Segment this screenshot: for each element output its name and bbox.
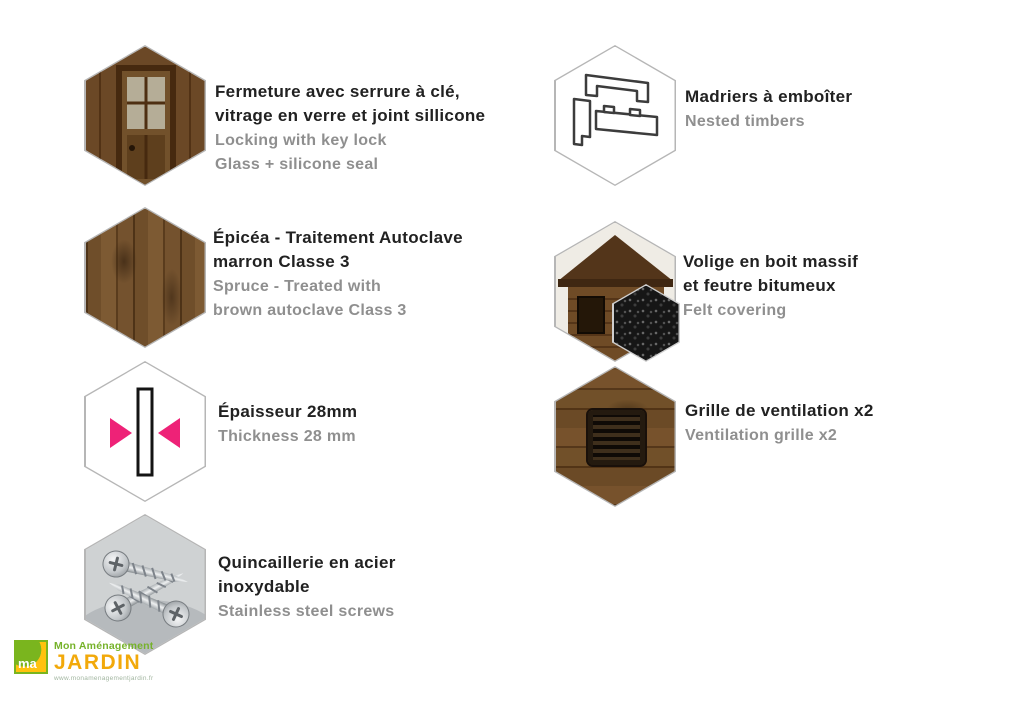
ventilation-hexagon	[554, 366, 676, 507]
logo-icon-letters: ma	[18, 656, 37, 671]
feature-subtitle: Felt covering	[683, 302, 787, 319]
feature-title: Volige en boit massif et feutre bitumeux	[683, 252, 859, 295]
feature-subtitle: Ventilation grille x2	[685, 427, 838, 444]
logo-line1: Mon Aménagement	[54, 640, 154, 652]
feature-subtitle: Nested timbers	[685, 113, 805, 130]
logo-icon: ma	[14, 640, 48, 674]
logo-text: Mon Aménagement JARDIN www.monamenagemen…	[54, 640, 154, 682]
feature-title: Madriers à emboîter	[685, 87, 853, 106]
ventilation-grille-icon	[587, 409, 645, 465]
thickness-arrows-icon	[85, 362, 205, 501]
screws-photo-hexagon	[84, 514, 206, 655]
feature-subtitle: Thickness 28 mm	[218, 428, 356, 445]
feature-title: Épaisseur 28mm	[218, 402, 358, 421]
door-photo-hexagon	[84, 45, 206, 186]
feature-title: Quincaillerie en acier inoxydable	[218, 553, 396, 596]
ventilation-grille-photo	[555, 367, 675, 506]
feature-title: Grille de ventilation x2	[685, 401, 874, 420]
logo-url: www.monamenagementjardin.fr	[54, 675, 154, 682]
screws-photo	[85, 515, 205, 654]
feature-title: Épicéa - Traitement Autoclave marron Cla…	[213, 228, 463, 271]
timbers-drawing-hexagon	[554, 45, 676, 186]
feature-title: Fermeture avec serrure à clé, vitrage en…	[215, 82, 486, 125]
wood-texture-hexagon	[84, 207, 206, 348]
feature-subtitle: Stainless steel screws	[218, 603, 395, 620]
feature-subtitle: Locking with key lock Glass + silicone s…	[215, 132, 387, 173]
logo-line2: JARDIN	[54, 651, 142, 674]
site-logo: ma Mon Aménagement JARDIN www.monamenage…	[14, 640, 154, 682]
wood-texture-photo	[85, 208, 205, 347]
nested-timbers-drawing	[555, 46, 675, 185]
door-photo	[85, 46, 205, 185]
thickness-hexagon	[84, 361, 206, 502]
feature-subtitle: Spruce - Treated with brown autoclave Cl…	[213, 278, 407, 319]
